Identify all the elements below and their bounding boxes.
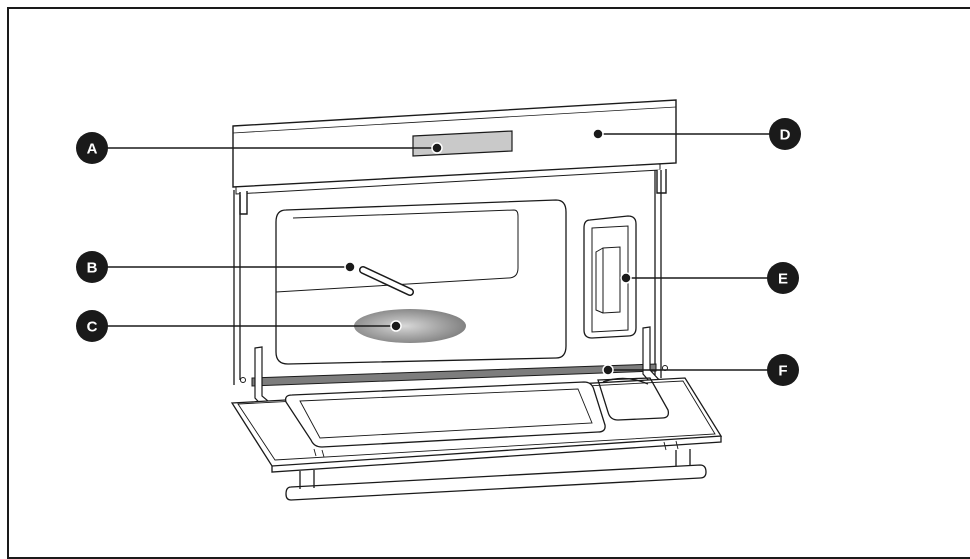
callout-e-label: E	[778, 271, 788, 288]
turntable	[354, 309, 466, 343]
callout-b: B	[76, 251, 108, 283]
callout-leaders	[92, 133, 785, 371]
callout-c: C	[76, 310, 108, 342]
door-gasket	[251, 363, 657, 387]
callout-b-label: B	[87, 260, 98, 277]
probe-rod	[359, 266, 414, 296]
callout-endpoints	[344, 128, 632, 376]
cavity	[275, 199, 567, 365]
door-latch-panel	[583, 215, 637, 339]
callout-c-label: C	[87, 319, 98, 336]
callout-f: F	[767, 354, 799, 386]
callout-a-label: A	[87, 141, 98, 158]
door-handle	[285, 449, 707, 501]
open-door	[230, 377, 723, 473]
screw-left	[240, 377, 246, 383]
control-panel	[232, 99, 677, 215]
callout-f-label: F	[778, 363, 787, 380]
display-window	[412, 130, 513, 157]
callout-e: E	[767, 262, 799, 294]
oven-body	[233, 170, 662, 385]
callout-a: A	[76, 132, 108, 164]
callout-d: D	[769, 118, 801, 150]
callout-d-label: D	[780, 127, 791, 144]
